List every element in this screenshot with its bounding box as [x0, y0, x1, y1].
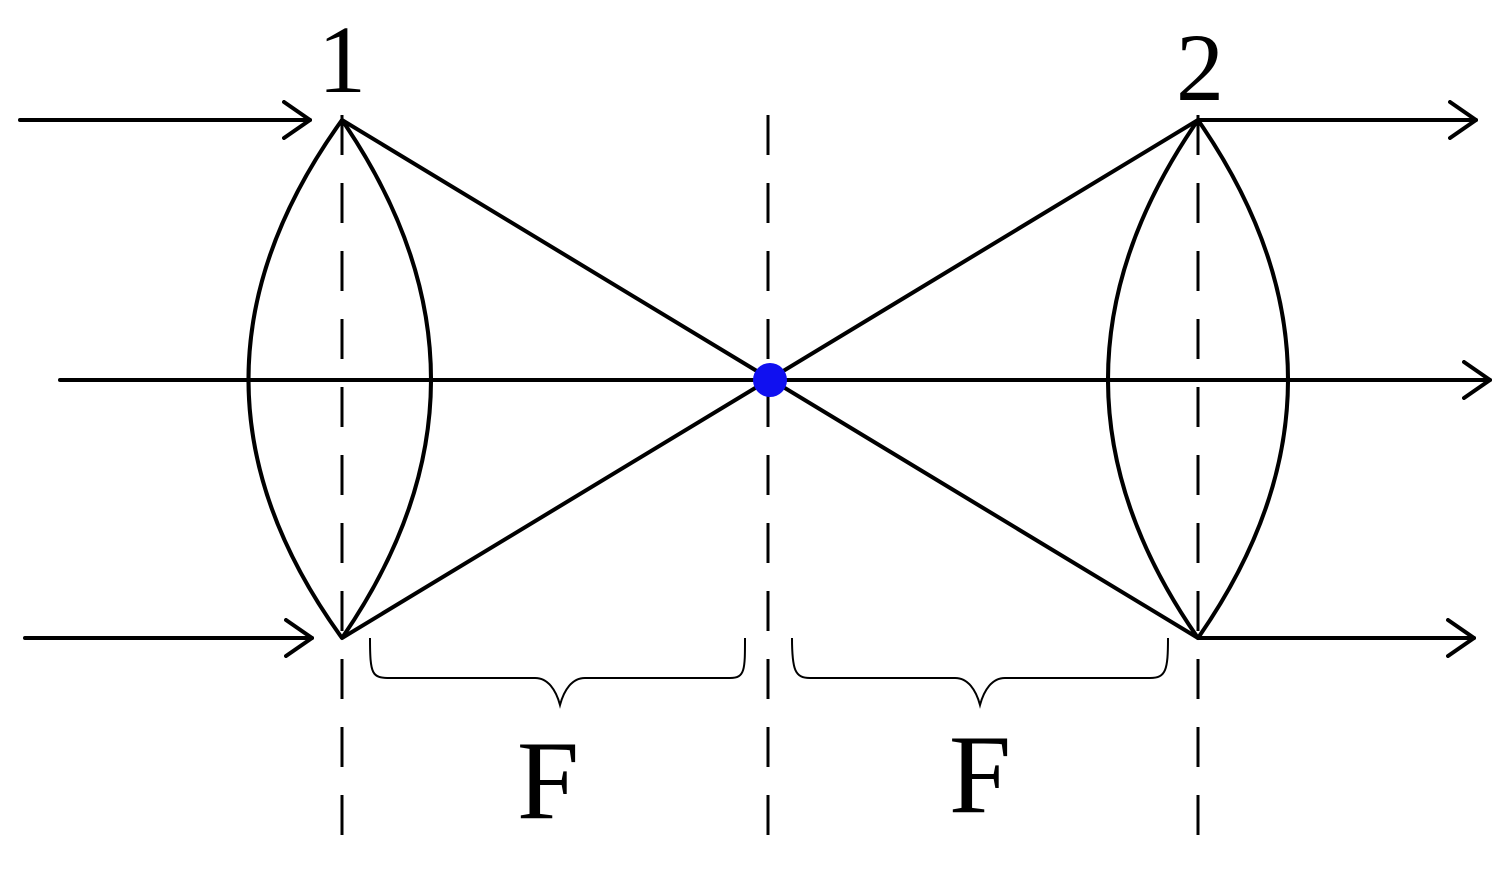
distance-braces	[369, 637, 1169, 709]
focal-point	[753, 363, 787, 397]
left-distance-brace	[369, 637, 746, 709]
lens-1-label: 1	[318, 6, 366, 113]
left-distance-label: F	[517, 719, 579, 843]
right-distance-label: F	[949, 713, 1011, 837]
lens-2-label: 2	[1176, 14, 1224, 121]
reference-lines	[340, 115, 1200, 855]
right-distance-brace	[791, 637, 1169, 709]
